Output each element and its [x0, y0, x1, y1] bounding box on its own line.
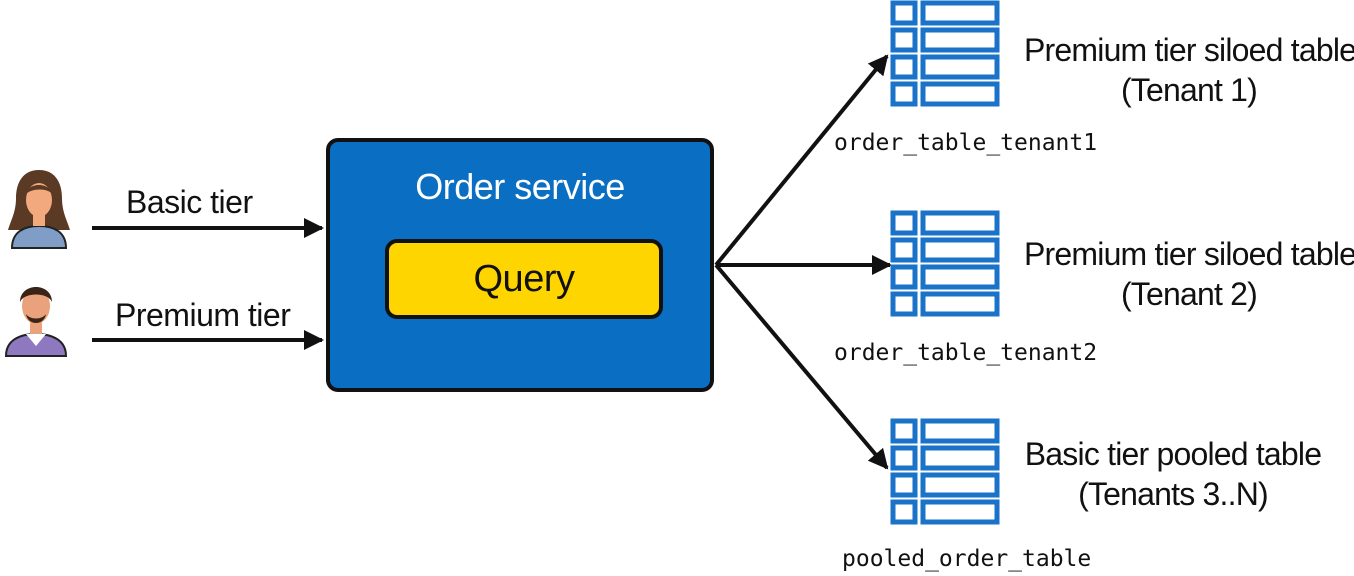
- order-service-title: Order service: [415, 166, 625, 207]
- tenant1-table-description: Premium tier siloed table (Tenant 1): [1024, 30, 1354, 110]
- premium-tier-label: Premium tier: [115, 297, 291, 333]
- tenant2-table-name: order_table_tenant2: [834, 340, 1098, 366]
- pooled-table-name: pooled_order_table: [842, 546, 1092, 572]
- pooled-table-description: Basic tier pooled table (Tenants 3..N): [1008, 434, 1338, 514]
- tenant1-table-line2: (Tenant 1): [1120, 72, 1258, 108]
- pooled-table-icon: [890, 418, 1000, 525]
- pooled-table-line1: Basic tier pooled table: [1024, 436, 1322, 472]
- tenant2-table-line1: Premium tier siloed table: [1024, 236, 1354, 272]
- query-box: Query: [385, 239, 663, 319]
- tenant2-table-line2: (Tenant 2): [1120, 276, 1258, 312]
- tenant1-table-name: order_table_tenant1: [834, 130, 1098, 156]
- query-label: Query: [473, 257, 575, 300]
- man-user-icon: [4, 287, 68, 357]
- pooled-table-line2: (Tenants 3..N): [1078, 476, 1269, 512]
- tenant2-table-icon: [890, 210, 1000, 317]
- basic-tier-label: Basic tier: [126, 184, 253, 220]
- tenant1-table-icon: [890, 0, 1000, 107]
- tenant2-table-description: Premium tier siloed table (Tenant 2): [1024, 234, 1354, 314]
- pooled-arrow: [714, 263, 889, 470]
- tenant1-table-line1: Premium tier siloed table: [1024, 32, 1354, 68]
- woman-user-icon: [8, 170, 70, 249]
- tenant1-arrow: [714, 54, 889, 267]
